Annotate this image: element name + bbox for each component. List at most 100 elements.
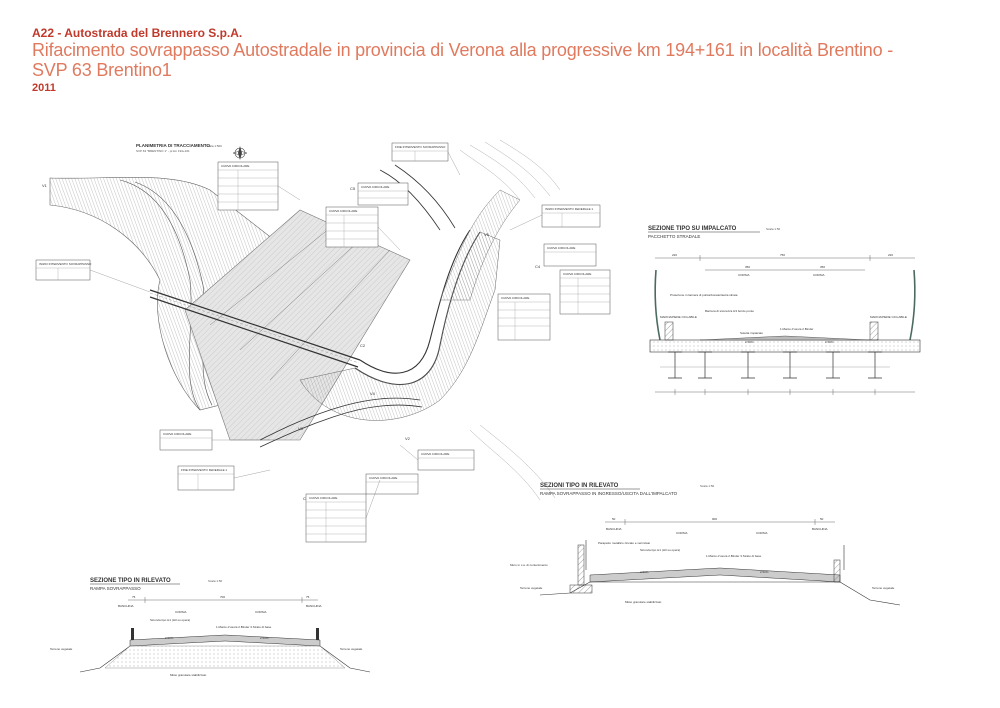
callout-curva-10: CURVA CIRCOLARE (305, 493, 367, 543)
svg-text:BANCHINA: BANCHINA (606, 527, 622, 531)
callout-boxes: CURVA CIRCOLARE CURVA CIRCOLARE CURVA CI… (35, 142, 611, 543)
svg-text:CURVA CIRCOLARE: CURVA CIRCOLARE (163, 432, 191, 436)
svg-text:C5: C5 (350, 186, 356, 191)
svg-text:Sicurvia tipo H1 (H3 su opera): Sicurvia tipo H1 (H3 su opera) (640, 548, 680, 552)
svg-text:75: 75 (306, 595, 310, 599)
callout-curva-3: CURVA CIRCOLARE (357, 182, 409, 206)
project-code: SVP 63 Brentino1 (32, 60, 172, 80)
svg-text:2.50%: 2.50% (260, 636, 269, 640)
svg-text:1.Manto d'usura 2.Binder 3.Str: 1.Manto d'usura 2.Binder 3.Strato di bas… (706, 554, 762, 558)
svg-text:350: 350 (820, 265, 825, 269)
svg-text:V3: V3 (298, 426, 304, 431)
svg-text:BANCHINA: BANCHINA (306, 604, 322, 608)
title-block: A22 - Autostrada del Brennero S.p.A. Rif… (32, 26, 972, 95)
svg-text:700: 700 (220, 595, 225, 599)
callout-curva-1: CURVA CIRCOLARE (217, 161, 279, 211)
svg-text:CURVA CIRCOLARE: CURVA CIRCOLARE (547, 246, 575, 250)
svg-text:CORSIA: CORSIA (175, 610, 187, 614)
svg-text:2.50%: 2.50% (165, 636, 174, 640)
svg-text:Barriera di sicurezza H3 bordo: Barriera di sicurezza H3 bordo ponte (705, 309, 754, 313)
svg-text:MARCIAPIEDE CICLABILE: MARCIAPIEDE CICLABILE (870, 315, 907, 319)
svg-text:2.50%: 2.50% (760, 570, 769, 574)
svg-text:CURVA CIRCOLARE: CURVA CIRCOLARE (309, 496, 337, 500)
callout-curva-8: CURVA CIRCOLARE (417, 449, 475, 471)
svg-text:V4: V4 (370, 391, 376, 396)
svg-text:CORSIA: CORSIA (756, 531, 768, 535)
svg-text:Misto granulare stabilizzato: Misto granulare stabilizzato (170, 673, 207, 677)
svg-text:1.Manto d'usura 2.Binder: 1.Manto d'usura 2.Binder (780, 327, 813, 331)
svg-text:2.50%: 2.50% (825, 340, 834, 344)
ramp-curve (359, 229, 471, 374)
section-entry-subtitle: RAMPA SOVRAPPASSO IN INGRESSO/USCITA DAL… (540, 491, 678, 496)
svg-text:CURVA CIRCOLARE: CURVA CIRCOLARE (369, 476, 397, 480)
svg-text:FINE INTERVENTO SOVRAPPASSO: FINE INTERVENTO SOVRAPPASSO (395, 145, 446, 149)
callout-curva-5: CURVA CIRCOLARE (559, 269, 611, 315)
svg-text:CURVA CIRCOLARE: CURVA CIRCOLARE (221, 164, 249, 168)
svg-text:2.50%: 2.50% (745, 340, 754, 344)
section-ramp-subtitle: RAMPA SOVRAPPASSO (90, 586, 141, 591)
contour-lines (459, 139, 561, 501)
section-ramp-title: SEZIONE TIPO IN RILEVATO (90, 578, 171, 584)
svg-text:75: 75 (132, 595, 136, 599)
plan-scale: Scala 1:500 (206, 144, 222, 148)
svg-text:C2: C2 (360, 343, 366, 348)
section-deck-scale: Scala 1:50 (766, 227, 781, 231)
svg-text:CURVA CIRCOLARE: CURVA CIRCOLARE (501, 296, 529, 300)
svg-text:50: 50 (612, 517, 616, 521)
svg-text:750: 750 (780, 253, 785, 257)
svg-text:V5: V5 (484, 232, 490, 237)
svg-text:220: 220 (888, 253, 893, 257)
svg-text:900: 900 (712, 517, 717, 521)
callout-curva-6: CURVA CIRCOLARE (497, 293, 551, 341)
project-title: Rifacimento sovrappasso Autostradale in … (32, 40, 893, 60)
callout-curva-2: CURVA CIRCOLARE (325, 206, 379, 248)
section-ramp-scale: Scala 1:50 (208, 579, 223, 583)
svg-text:Terreno vegetale: Terreno vegetale (340, 647, 363, 651)
section-entry-scale: Scala 1:50 (700, 484, 715, 488)
svg-text:Terreno vegetale: Terreno vegetale (520, 586, 543, 590)
project-year: 2011 (32, 82, 56, 94)
svg-text:INIZIO INTERVENTO FEDERALE 1: INIZIO INTERVENTO FEDERALE 1 (545, 207, 593, 211)
svg-text:CURVA CIRCOLARE: CURVA CIRCOLARE (421, 452, 449, 456)
svg-text:CURVA CIRCOLARE: CURVA CIRCOLARE (329, 209, 357, 213)
svg-text:BANCHINA: BANCHINA (118, 604, 134, 608)
svg-text:INIZIO INTERVENTO SOVRAPPASSO: INIZIO INTERVENTO SOVRAPPASSO (39, 262, 92, 266)
callout-inizio-federale: INIZIO INTERVENTO FEDERALE 1 (541, 204, 601, 228)
svg-text:MARCIAPIEDE CICLABILE: MARCIAPIEDE CICLABILE (660, 315, 697, 319)
svg-text:Soletta impalcato: Soletta impalcato (740, 331, 763, 335)
svg-text:CORSIA: CORSIA (676, 531, 688, 535)
callout-curva-9: CURVA CIRCOLARE (365, 473, 419, 495)
svg-text:Parapetto metallico zincato e: Parapetto metallico zincato e verniciato (598, 541, 651, 545)
plan-subtitle: SVP 63 "BRENTINO 1" - pr.km 194+161 (136, 149, 190, 153)
north-arrow-icon (232, 146, 248, 160)
section-entry-title: SEZIONI TIPO IN RILEVATO (540, 483, 619, 489)
plan-view: PLANIMETRIA DI TRACCIAMENTO Scala 1:500 … (35, 139, 611, 543)
callout-inizio-sovrappasso: INIZIO INTERVENTO SOVRAPPASSO (35, 259, 92, 281)
section-ramp-entry: SEZIONI TIPO IN RILEVATO Scala 1:50 RAMP… (510, 483, 901, 606)
svg-text:CORSIA: CORSIA (738, 273, 750, 277)
client-name: A22 - Autostrada del Brennero S.p.A. (32, 26, 243, 40)
svg-text:2.50%: 2.50% (640, 570, 649, 574)
svg-text:350: 350 (745, 265, 750, 269)
svg-text:Terreno vegetale: Terreno vegetale (50, 647, 73, 651)
svg-text:V1: V1 (42, 183, 48, 188)
bridge-deck (149, 289, 361, 361)
svg-text:FINE INTERVENTO FEDERALE 1: FINE INTERVENTO FEDERALE 1 (181, 468, 227, 472)
svg-text:CURVA CIRCOLARE: CURVA CIRCOLARE (361, 185, 389, 189)
svg-text:Protezione in lamiera di polic: Protezione in lamiera di policarbonato/l… (670, 293, 738, 297)
svg-text:Muro in c.a. di contenimento: Muro in c.a. di contenimento (510, 563, 548, 567)
svg-text:V2: V2 (405, 436, 411, 441)
svg-text:Terreno vegetale: Terreno vegetale (872, 586, 895, 590)
section-on-deck: SEZIONE TIPO SU IMPALCATO Scala 1:50 PAC… (648, 226, 921, 395)
svg-text:Sicurvia tipo H1 (H3 su opera): Sicurvia tipo H1 (H3 su opera) (150, 618, 190, 622)
callout-curva-7: CURVA CIRCOLARE (159, 429, 213, 451)
svg-text:CURVA CIRCOLARE: CURVA CIRCOLARE (563, 272, 591, 276)
section-deck-title: SEZIONE TIPO SU IMPALCATO (648, 226, 737, 232)
section-ramp: SEZIONE TIPO IN RILEVATO Scala 1:50 RAMP… (50, 578, 371, 677)
svg-text:BANCHINA: BANCHINA (812, 527, 828, 531)
svg-text:CORSIA: CORSIA (813, 273, 825, 277)
svg-text:Misto granulare stabilizzato: Misto granulare stabilizzato (625, 600, 662, 604)
svg-text:1.Manto d'usura 2.Binder 3.Str: 1.Manto d'usura 2.Binder 3.Strato di bas… (216, 625, 272, 629)
svg-text:50: 50 (820, 517, 824, 521)
